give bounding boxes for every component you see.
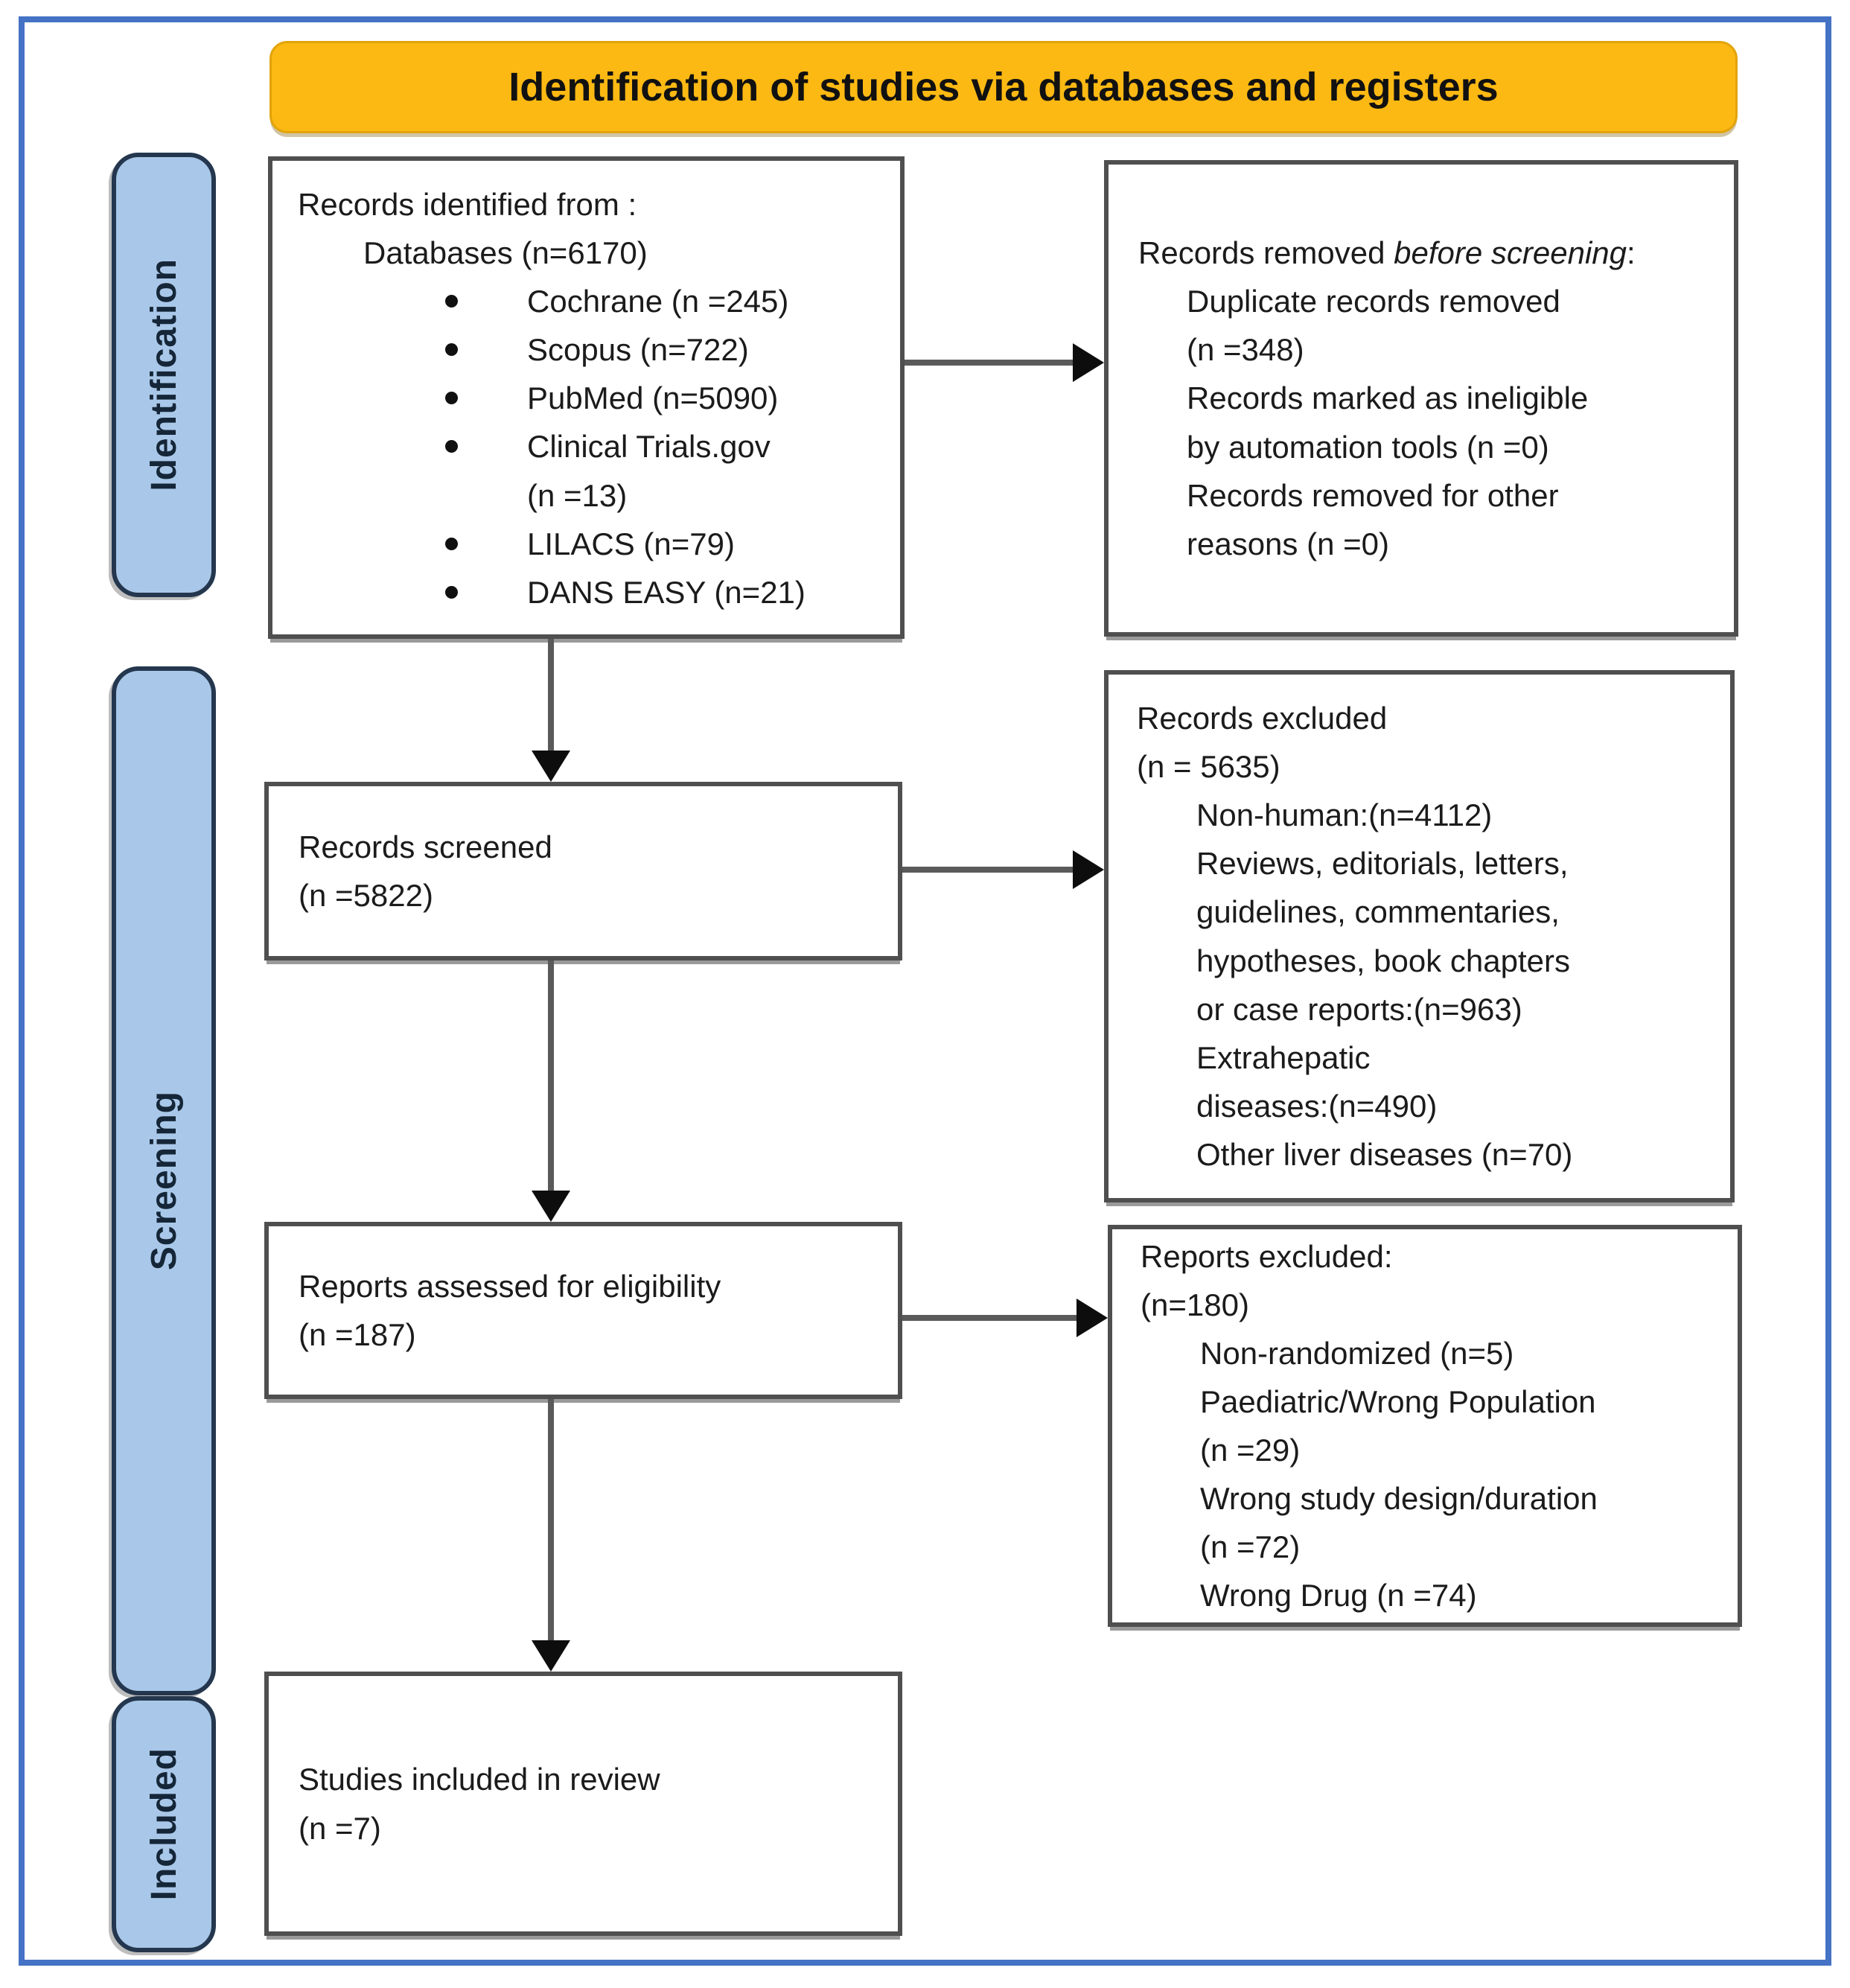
banner-title: Identification of studies via databases … <box>508 65 1499 109</box>
box-records-removed: Records removed before screening: Duplic… <box>1104 160 1738 637</box>
records-identified-source-list: Cochrane (n =245) Scopus (n=722) PubMed … <box>298 277 875 617</box>
arrow-shaft <box>905 360 1076 366</box>
excluded-item-reviews: Reviews, editorials, letters, guidelines… <box>1196 846 1570 1027</box>
records-excluded-title: Records excluded <box>1137 701 1388 736</box>
stage-label-identification-text: Identification <box>144 258 184 491</box>
excluded-item-other-liver: Other liver diseases (n=70) <box>1196 1136 1573 1172</box>
studies-included-title: Studies included in review <box>299 1762 660 1797</box>
arrow-down-head-icon <box>532 751 570 782</box>
arrow-right-head-icon <box>1073 343 1104 382</box>
source-item-dans-easy: DANS EASY (n=21) <box>444 568 875 617</box>
reports-excluded-count: (n=180) <box>1141 1287 1249 1322</box>
source-item-cochrane: Cochrane (n =245) <box>444 277 875 325</box>
reports-assessed-title: Reports assessed for eligibility <box>299 1268 721 1304</box>
arrow-shaft <box>548 1399 554 1645</box>
excluded-item-extrahepatic: Extrahepatic diseases:(n=490) <box>1196 1039 1438 1124</box>
source-item-lilacs: LILACS (n=79) <box>444 520 875 568</box>
arrow-screened-to-assessed <box>532 960 570 1222</box>
stage-label-included-text: Included <box>144 1748 184 1901</box>
arrow-identified-to-removed <box>905 343 1104 382</box>
arrow-shaft <box>548 639 554 755</box>
box-records-screened: Records screened (n =5822) <box>264 782 902 960</box>
arrow-shaft <box>548 960 554 1195</box>
records-identified-title: Records identified from : <box>298 187 637 222</box>
records-removed-title-suffix: : <box>1627 235 1636 271</box>
box-reports-excluded: Reports excluded: (n=180) Non-randomized… <box>1108 1225 1742 1627</box>
records-screened-count: (n =5822) <box>299 878 433 913</box>
arrow-identified-to-screened <box>532 639 570 782</box>
excluded-item-non-human: Non-human:(n=4112) <box>1196 797 1493 833</box>
stage-label-included: Included <box>112 1696 216 1952</box>
arrow-down-head-icon <box>532 1191 570 1222</box>
box-records-identified: Records identified from : Databases (n=6… <box>268 156 905 639</box>
reports-excluded-title: Reports excluded: <box>1141 1238 1393 1274</box>
removed-item-automation: Records marked as ineligible by automati… <box>1187 380 1589 465</box>
source-item-scopus: Scopus (n=722) <box>444 325 875 374</box>
reports-excluded-item-paediatric: Paediatric/Wrong Population (n =29) <box>1200 1383 1596 1468</box>
stage-label-screening-text: Screening <box>144 1091 184 1271</box>
reports-assessed-count: (n =187) <box>299 1317 416 1352</box>
records-removed-title-italic: before screening <box>1394 235 1627 271</box>
arrow-assessed-to-included <box>532 1399 570 1672</box>
reports-excluded-item-drug: Wrong Drug (n =74) <box>1200 1578 1477 1613</box>
reports-excluded-item-design: Wrong study design/duration (n =72) <box>1200 1481 1598 1565</box>
arrow-down-head-icon <box>532 1640 570 1672</box>
arrow-right-head-icon <box>1076 1299 1108 1337</box>
studies-included-count: (n =7) <box>299 1810 381 1846</box>
stage-label-identification: Identification <box>112 153 216 597</box>
box-studies-included: Studies included in review (n =7) <box>264 1672 902 1936</box>
records-removed-title-prefix: Records removed <box>1138 235 1394 271</box>
arrow-shaft <box>902 867 1076 873</box>
arrow-right-head-icon <box>1073 850 1104 889</box>
removed-item-other: Records removed for other reasons (n =0) <box>1187 477 1559 561</box>
box-records-excluded: Records excluded (n = 5635) Non-human:(n… <box>1104 670 1735 1202</box>
records-removed-title: Records removed before screening: <box>1138 229 1704 277</box>
arrow-assessed-to-reports-excluded <box>902 1299 1108 1337</box>
source-item-pubmed: PubMed (n=5090) <box>444 374 875 422</box>
arrow-screened-to-excluded <box>902 850 1104 889</box>
arrow-shaft <box>902 1315 1079 1321</box>
box-reports-assessed: Reports assessed for eligibility (n =187… <box>264 1222 902 1399</box>
reports-excluded-item-non-randomized: Non-randomized (n=5) <box>1200 1335 1514 1371</box>
source-item-clinicaltrials: Clinical Trials.gov (n =13) <box>444 422 875 519</box>
records-excluded-count: (n = 5635) <box>1137 749 1280 785</box>
removed-item-duplicates: Duplicate records removed (n =348) <box>1187 284 1560 368</box>
banner: Identification of studies via databases … <box>269 41 1738 133</box>
stage-label-screening: Screening <box>112 666 216 1695</box>
records-identified-subtitle: Databases (n=6170) <box>363 235 648 271</box>
records-screened-title: Records screened <box>299 829 552 864</box>
